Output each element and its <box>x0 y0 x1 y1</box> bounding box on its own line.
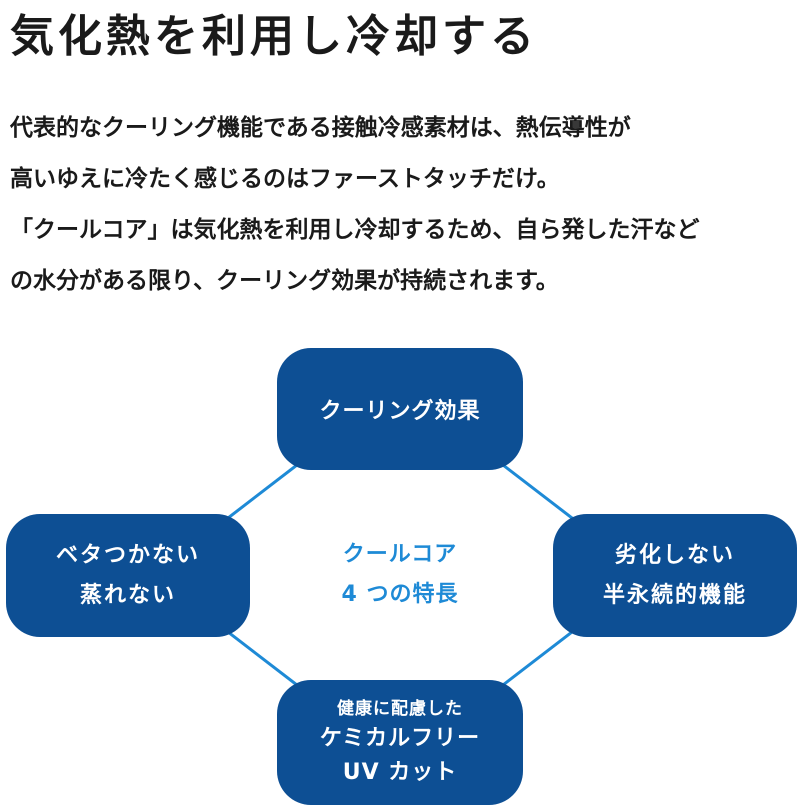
feature-node-label: UV カット <box>342 759 458 785</box>
description-line: 代表的なクーリング機能である接触冷感素材は、熱伝導性が <box>10 115 631 141</box>
description-line: の水分がある限り、クーリング効果が持続されます。 <box>10 268 559 294</box>
description-paragraph: 代表的なクーリング機能である接触冷感素材は、熱伝導性が 高いゆえに冷たく感じるの… <box>10 103 800 307</box>
diagram-center-label: クールコア 4 つの特長 <box>300 535 500 615</box>
center-label-line: 4 つの特長 <box>341 582 459 607</box>
feature-node-label: 劣化しない <box>614 542 735 568</box>
page-title: 気化熱を利用し冷却する <box>10 11 538 62</box>
connector-left-top <box>214 453 311 530</box>
feature-node-durability: 劣化しない 半永続的機能 <box>553 514 797 637</box>
feature-node-cooling-effect: クーリング効果 <box>277 348 523 470</box>
connector-right-bottom <box>489 620 586 697</box>
connector-bottom-left <box>214 620 311 697</box>
feature-node-label: 蒸れない <box>79 582 176 608</box>
feature-node-label: ケミカルフリー <box>319 725 481 751</box>
feature-node-label: クーリング効果 <box>319 399 481 424</box>
feature-node-label: 半永続的機能 <box>602 582 747 608</box>
description-line: 高いゆえに冷たく感じるのはファーストタッチだけ。 <box>10 166 560 192</box>
feature-node-chemical-free-uv: 健康に配慮した ケミカルフリー UV カット <box>277 680 523 805</box>
center-label-line: クールコア <box>342 542 458 567</box>
feature-node-label: ベタつかない <box>55 542 200 568</box>
connector-top-right <box>489 453 586 530</box>
description-line: 「クールコア」は気化熱を利用し冷却するため、自ら発した汗など <box>10 217 700 243</box>
feature-node-label: 健康に配慮した <box>337 698 463 719</box>
feature-node-no-stickiness: ベタつかない 蒸れない <box>6 514 250 637</box>
